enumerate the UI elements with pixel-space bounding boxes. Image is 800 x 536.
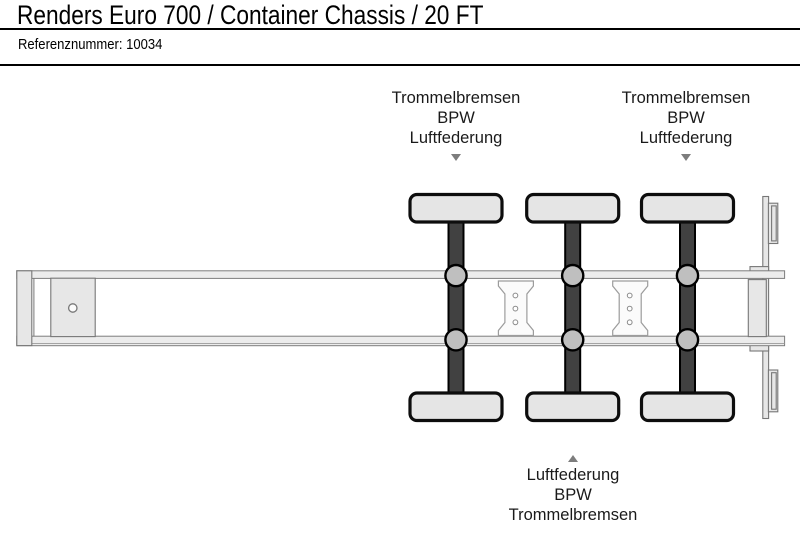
spec-line: Luftfederung (409, 129, 503, 147)
spec-line: Luftfederung (526, 466, 620, 484)
frame-rail-top (16, 270, 786, 279)
front-end-plate (16, 270, 33, 347)
divider-top (0, 28, 800, 30)
page-title: Renders Euro 700 / Container Chassis / 2… (17, 0, 484, 30)
rear-crossmember (747, 279, 767, 338)
spec-line: Luftfederung (639, 129, 733, 147)
frame-rail-bottom (16, 335, 786, 347)
rear-lamp-top-inner (771, 205, 777, 242)
spec-line: Trommelbremsen (508, 506, 638, 524)
rear-lamp-bottom-inner (771, 372, 777, 410)
spec-line: Trommelbremsen (391, 89, 521, 107)
axle-assembly-rear (639, 192, 736, 423)
spec-label-rear-axle: Trommelbremsen BPW Luftfederung (576, 88, 796, 161)
kingpin (67, 303, 78, 313)
spec-line: Trommelbremsen (621, 89, 751, 107)
reference-number: Referenznummer: 10034 (18, 37, 163, 53)
spec-line: BPW (667, 109, 705, 127)
axle-assembly-front (408, 192, 504, 423)
cross-brace-1 (497, 280, 535, 337)
spec-label-middle-axle: Luftfederung BPW Trommelbremsen (463, 455, 683, 525)
spec-line: BPW (554, 486, 592, 504)
cross-brace-2 (612, 280, 649, 337)
divider-bottom (0, 64, 800, 66)
triangle-up-icon (568, 455, 578, 462)
triangle-down-icon (681, 154, 691, 161)
triangle-down-icon (451, 154, 461, 161)
spec-label-front-axle: Trommelbremsen BPW Luftfederung (346, 88, 566, 161)
axle-assembly-middle (525, 192, 621, 423)
spec-line: BPW (437, 109, 475, 127)
